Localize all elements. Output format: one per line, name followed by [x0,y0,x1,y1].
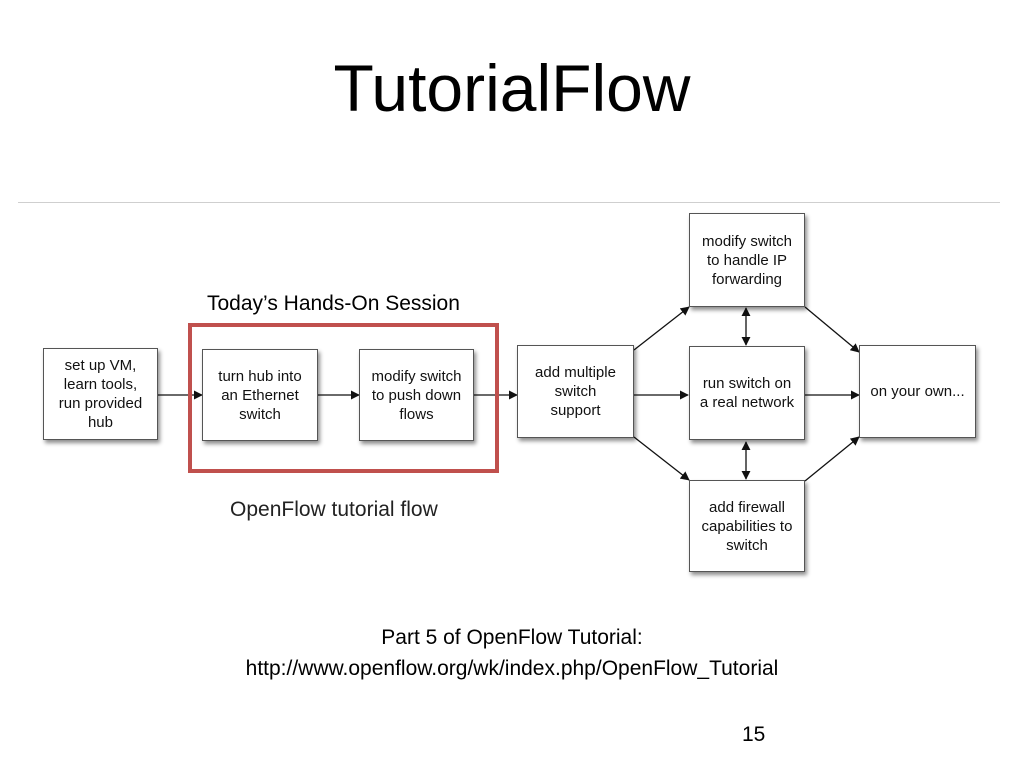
arrow-firewall-to-own [804,436,860,482]
slide-title: TutorialFlow [333,51,691,125]
node-hub-to-switch: turn hub into an Ethernet switch [202,349,318,441]
title-divider [18,202,1000,203]
node-firewall: add firewall capabilities to switch [689,480,805,572]
page-number: 15 [742,723,766,746]
node-on-your-own: on your own... [859,345,976,438]
node-real-network: run switch on a real network [689,346,805,440]
node-multiple-switch: add multiple switch support [517,345,634,438]
footer-url: http://www.openflow.org/wk/index.php/Ope… [245,657,779,680]
footer-reference: Part 5 of OpenFlow Tutorial: http://www.… [0,622,1024,684]
node-push-down-flows: modify switch to push down flows [359,349,474,441]
node-setup-vm: set up VM, learn tools, run provided hub [43,348,158,440]
footer-line-1: Part 5 of OpenFlow Tutorial: [381,626,643,649]
arrow-multi-switch-to-ip-forwarding [633,306,690,351]
hands-on-session-highlight [188,323,499,473]
arrow-multi-switch-to-firewall [633,436,690,481]
session-label: Today’s Hands-On Session [207,292,460,315]
node-ip-forwarding: modify switch to handle IP forwarding [689,213,805,307]
flow-caption: OpenFlow tutorial flow [230,498,438,521]
arrow-ip-forwarding-to-own [804,306,860,353]
